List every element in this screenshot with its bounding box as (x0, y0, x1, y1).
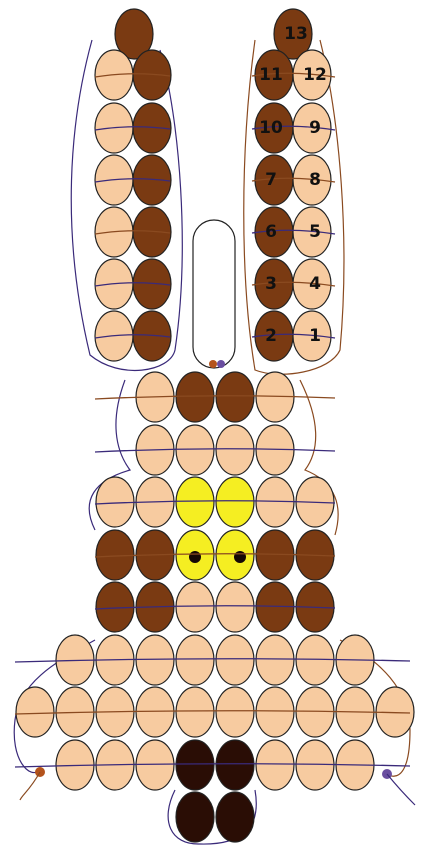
wire-thread (95, 396, 335, 399)
wire-tail (387, 774, 415, 805)
wire-thread (95, 449, 335, 452)
bead-number: 1 (309, 326, 321, 346)
head-bead (16, 687, 54, 737)
head-bead (176, 582, 214, 632)
head-bead (216, 425, 254, 475)
head-bead (136, 687, 174, 737)
head-bead (176, 740, 214, 790)
head-bead (256, 687, 294, 737)
head-bead (176, 372, 214, 422)
head-bead (136, 740, 174, 790)
bead-number: 12 (303, 65, 327, 85)
bead-number: 11 (259, 65, 283, 85)
ear-slot (193, 220, 235, 368)
head-bead (216, 582, 254, 632)
wire-tail (20, 772, 40, 800)
wire-end-top (209, 360, 217, 368)
head-bead (256, 635, 294, 685)
bead-number: 4 (309, 274, 321, 294)
bead-number: 5 (309, 222, 321, 242)
bead-number: 9 (309, 118, 321, 138)
bead-number: 3 (265, 274, 277, 294)
head-bead (216, 740, 254, 790)
bead-number: 8 (309, 170, 321, 190)
head-bead (176, 687, 214, 737)
bead-number: 10 (259, 118, 283, 138)
head-bead (176, 792, 214, 842)
head-bead (216, 792, 254, 842)
bead-number: 2 (265, 326, 277, 346)
ear-slot-shape (193, 220, 235, 368)
bead-number: 13 (284, 24, 308, 44)
head-bead (176, 425, 214, 475)
bead-number: 6 (265, 222, 277, 242)
head-bead (256, 740, 294, 790)
head-bead (176, 477, 214, 527)
bead-number: 7 (265, 170, 277, 190)
head-bead (136, 635, 174, 685)
eye (234, 551, 246, 563)
head-bead (176, 635, 214, 685)
beads (16, 9, 414, 842)
wire-end-top (217, 360, 225, 368)
head-bead (216, 635, 254, 685)
eye (189, 551, 201, 563)
head-bead (216, 372, 254, 422)
head-bead (216, 687, 254, 737)
head-bead (216, 477, 254, 527)
